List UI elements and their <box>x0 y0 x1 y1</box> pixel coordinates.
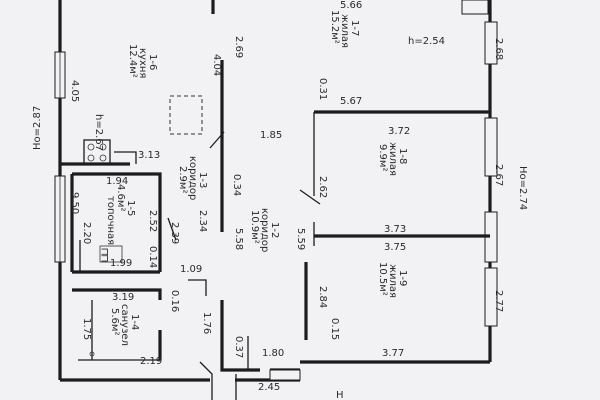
room-1-9-label: 1-9 жилая 10.5м² <box>377 262 408 298</box>
room-1-6-label: 1-6 кухня 12.4м² <box>127 44 158 78</box>
dim-ho-left: Ho=2.87 <box>32 106 43 150</box>
room-1-4-type: санузел <box>119 304 130 346</box>
room-1-2-type: коридор <box>259 208 270 252</box>
toilet-icon <box>89 351 95 357</box>
dim-2-19: 2.19 <box>140 356 162 367</box>
pipe-symbol: ┌╥┐ <box>101 246 112 264</box>
room-1-8-type: жилая <box>387 142 398 176</box>
dimensions-horizontal: 5.66 h=2.54 5.67 3.72 1.85 3.13 1.94 3.7… <box>106 0 445 400</box>
dim-1-94: 1.94 <box>106 176 128 187</box>
window-room-9b <box>484 267 498 327</box>
room-1-8-num: 1-8 <box>397 148 408 164</box>
window-bottom <box>269 369 301 381</box>
room-1-2-area: 10.9м² <box>249 210 260 244</box>
dim-4-04: 4.04 <box>211 54 222 76</box>
dim-9-50: 9.50 <box>69 192 80 214</box>
dim-3-13: 3.13 <box>138 150 160 161</box>
room-1-5-label: 1-5 4.6м² топочная <box>105 184 136 245</box>
room-1-3-area: 2.9м² <box>177 166 188 193</box>
dim-5-67: 5.67 <box>340 96 362 107</box>
dim-1-76: 1.76 <box>201 312 212 334</box>
dim-2-84: 2.84 <box>317 286 328 308</box>
dim-2-45: 2.45 <box>258 382 280 393</box>
room-1-9-type: жилая <box>387 264 398 298</box>
window-room-8 <box>484 117 498 177</box>
room-1-5-num: 1-5 <box>125 200 136 216</box>
dim-1-75: 1.75 <box>81 318 92 340</box>
dim-3-19: 3.19 <box>112 292 134 303</box>
dim-1-80: 1.80 <box>262 348 284 359</box>
dim-h-kitchen: h=2.67 <box>93 114 104 151</box>
dim-2-62: 2.62 <box>317 176 328 198</box>
room-1-2-num: 1-2 <box>269 222 280 238</box>
room-1-5-area: 4.6м² <box>115 184 126 211</box>
room-labels: 1-7 жилая 15.2м² 1-6 кухня 12.4м² 1-8 жи… <box>101 10 408 346</box>
dim-3-72: 3.72 <box>388 126 410 137</box>
dim-top-5-66: 5.66 <box>340 0 362 11</box>
room-1-8-label: 1-8 жилая 9.9м² <box>377 142 408 176</box>
dim-h-top: h=2.54 <box>408 36 445 47</box>
room-1-7-type: жилая <box>339 14 350 48</box>
room-1-3-label: 1-3 коридор 2.9м² <box>177 156 208 200</box>
room-1-7-num: 1-7 <box>349 20 360 36</box>
dim-0-15: 0.15 <box>329 318 340 340</box>
room-1-9-num: 1-9 <box>397 270 408 286</box>
dim-0-16: 0.16 <box>169 290 180 312</box>
walls <box>54 0 498 400</box>
dim-1-09: 1.09 <box>180 264 202 275</box>
dim-3-77: 3.77 <box>382 348 404 359</box>
room-1-6-num: 1-6 <box>147 54 158 70</box>
ho-bottom-mark: Н <box>336 390 344 400</box>
dim-3-75: 3.75 <box>384 242 406 253</box>
dim-4-05: 4.05 <box>69 80 80 102</box>
dim-1-85: 1.85 <box>260 130 282 141</box>
dim-2-69: 2.69 <box>233 36 244 58</box>
dim-2-68: 2.68 <box>493 38 504 60</box>
dim-2-77: 2.77 <box>493 290 504 312</box>
room-1-8-area: 9.9м² <box>377 144 388 171</box>
boiler-icon <box>99 245 123 263</box>
dim-2-20: 2.20 <box>81 222 92 244</box>
room-1-3-type: коридор <box>187 156 198 200</box>
dim-5-59: 5.59 <box>295 228 306 250</box>
room-1-6-type: кухня <box>137 48 148 78</box>
dimensions-vertical: Ho=2.87 4.05 9.50 2.20 1.75 2.68 2.67 2.… <box>32 36 528 358</box>
room-1-2-label: 1-2 коридор 10.9м² <box>249 208 280 252</box>
room-1-4-area: 5.6м² <box>109 308 120 335</box>
kitchen-fixtures <box>83 95 203 357</box>
room-1-7-label: 1-7 жилая 15.2м² <box>329 10 360 48</box>
window-top <box>461 0 489 15</box>
dim-3-73: 3.73 <box>384 224 406 235</box>
dim-2-52: 2.52 <box>147 210 158 232</box>
room-1-3-num: 1-3 <box>197 172 208 188</box>
dim-2-67: 2.67 <box>493 164 504 186</box>
room-1-6-area: 12.4м² <box>127 44 138 78</box>
dim-2-39: 2.39 <box>169 222 180 244</box>
dim-1-99: 1.99 <box>110 258 132 269</box>
dim-0-34: 0.34 <box>231 174 242 196</box>
room-1-5-type: топочная <box>105 196 116 245</box>
room-1-4-num: 1-4 <box>129 314 140 330</box>
dim-0-37: 0.37 <box>233 336 244 358</box>
dim-0-14: 0.14 <box>147 246 158 268</box>
dim-ho-right: Ho=2.74 <box>517 166 528 210</box>
dim-2-34: 2.34 <box>197 210 208 232</box>
dim-0-31: 0.31 <box>317 78 328 100</box>
room-1-7-area: 15.2м² <box>329 10 340 44</box>
room-1-4-label: 1-4 санузел 5.6м² <box>109 304 140 346</box>
window-room-7 <box>484 21 498 65</box>
stove-icon <box>83 139 111 165</box>
kitchen-hatch <box>169 95 203 135</box>
dim-5-58: 5.58 <box>233 228 244 250</box>
room-1-9-area: 10.5м² <box>377 262 388 296</box>
